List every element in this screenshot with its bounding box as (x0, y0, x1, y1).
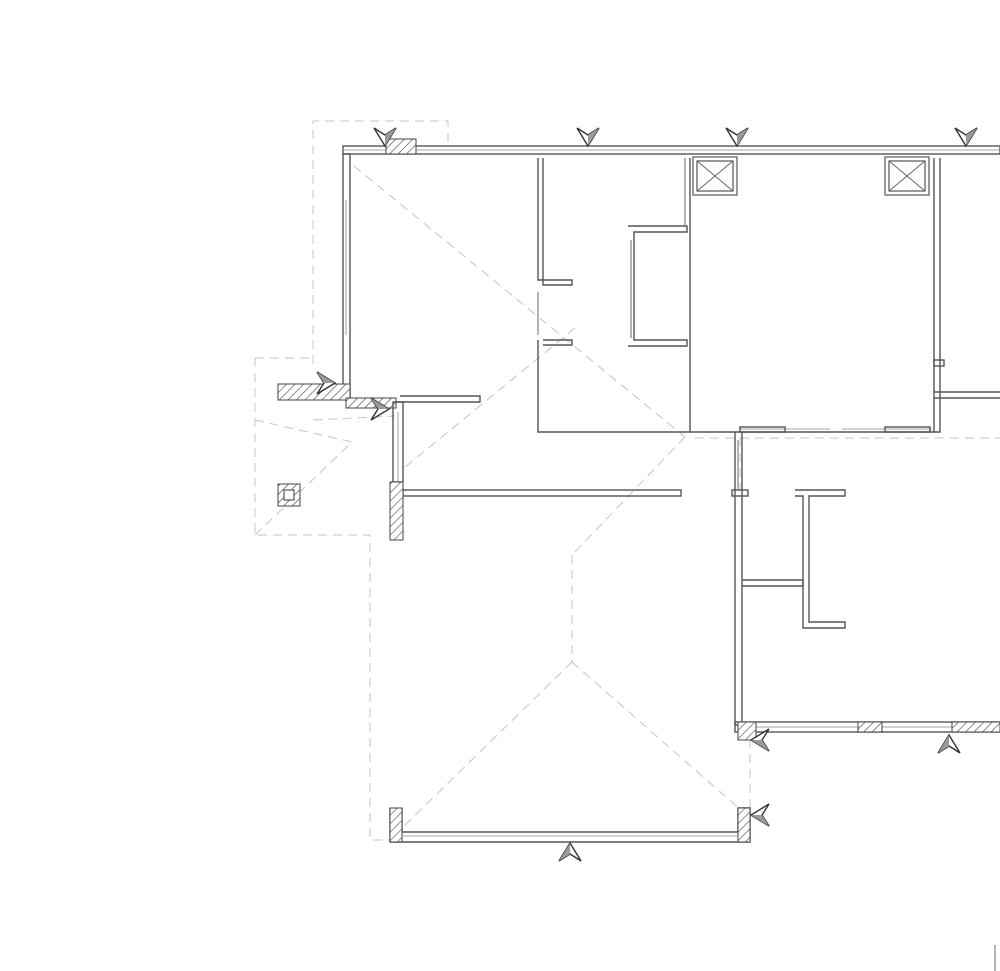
section-arrow-icon (316, 127, 978, 862)
shaft-cross-icon (692, 156, 930, 196)
column-hatch-icon (277, 483, 301, 507)
interior-walls (389, 158, 1000, 971)
exterior-walls (277, 138, 1000, 483)
